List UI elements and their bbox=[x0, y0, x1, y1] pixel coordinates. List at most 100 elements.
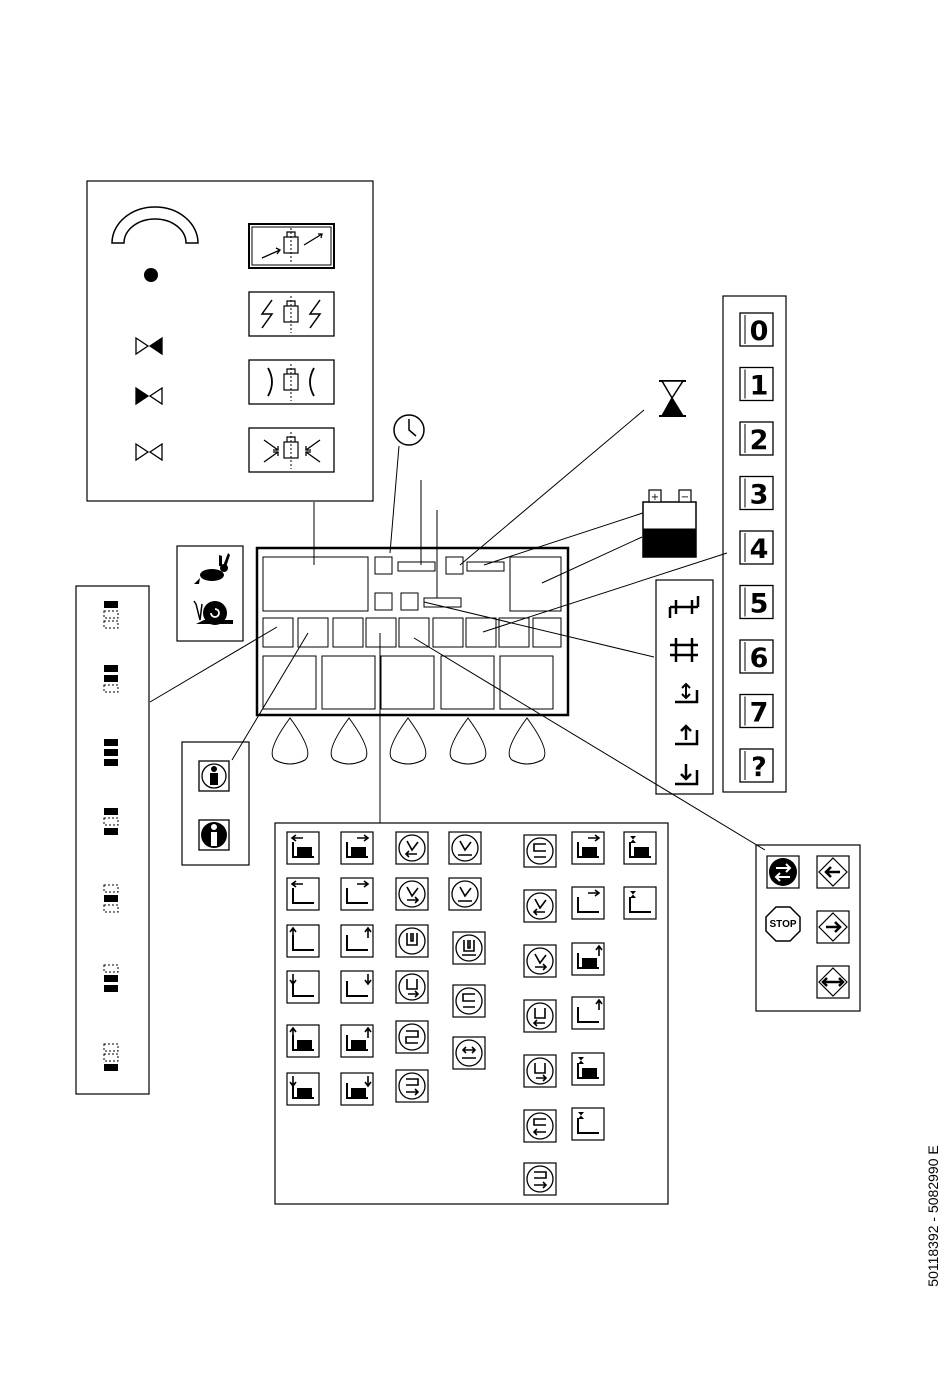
digit-label: 7 bbox=[750, 698, 769, 729]
digit-symbol-7: 7 bbox=[740, 695, 773, 729]
display-field-small-1 bbox=[375, 593, 392, 610]
softkey-3[interactable] bbox=[390, 718, 426, 764]
wheel-config-7 bbox=[104, 1044, 118, 1071]
valve-open-icon bbox=[136, 444, 162, 460]
display-field-main bbox=[263, 557, 368, 611]
digit-label: 3 bbox=[750, 480, 769, 511]
display-field-hourglass bbox=[446, 557, 463, 574]
digit-symbol-unknown: ? bbox=[740, 749, 773, 783]
digit-symbol-1: 1 bbox=[740, 368, 773, 402]
lift-both-icon bbox=[675, 684, 697, 702]
wheel-config-4 bbox=[104, 808, 118, 835]
display-field-small-2 bbox=[401, 593, 418, 610]
check-right-2-icon bbox=[524, 945, 556, 977]
digit-label: 0 bbox=[750, 316, 769, 347]
wave-left-icon bbox=[524, 1110, 556, 1142]
wheel-config-5 bbox=[104, 885, 118, 912]
tilt-check-left-icon bbox=[396, 832, 428, 864]
fork-load-raise-icon bbox=[572, 943, 604, 975]
shift-bars-icon bbox=[524, 835, 556, 867]
digit-symbol-4: 4 bbox=[740, 531, 773, 565]
fork-load-timer-icon bbox=[624, 832, 656, 864]
main-display bbox=[257, 548, 568, 715]
fork-load-right-icon bbox=[341, 832, 373, 864]
wheel-config-3 bbox=[104, 739, 118, 766]
fork-raise-left-icon bbox=[287, 925, 319, 957]
fork-right-icon bbox=[341, 878, 373, 910]
fork-load-lower-left-icon bbox=[287, 1073, 319, 1105]
dot-indicator-icon bbox=[144, 268, 158, 282]
travel-direction-panel bbox=[656, 580, 713, 794]
lock-bracket-icon bbox=[249, 360, 334, 404]
fork-raise-right-icon bbox=[341, 925, 373, 957]
fork-left-icon bbox=[287, 878, 319, 910]
fork-reverse-icon bbox=[670, 638, 698, 662]
rabbit-icon bbox=[194, 553, 230, 584]
turn-circle-icon bbox=[767, 856, 799, 888]
softkey-2[interactable] bbox=[331, 718, 367, 764]
speed-panel bbox=[177, 546, 243, 641]
fork-load-lower-right-icon bbox=[341, 1073, 373, 1105]
operator-info-icon bbox=[199, 820, 229, 850]
shift-both-icon bbox=[453, 1037, 485, 1069]
check-left-2-icon bbox=[524, 890, 556, 922]
arrow-right-icon bbox=[817, 911, 849, 943]
clamp-wave-icon bbox=[396, 1021, 428, 1053]
wheel-config-2 bbox=[104, 665, 118, 692]
digit-symbols: 0 1 2 3 4 5 6 7? bbox=[740, 313, 773, 783]
display-field-bar-1 bbox=[398, 562, 435, 571]
clock-icon bbox=[394, 415, 424, 445]
display-field-clock bbox=[375, 557, 392, 574]
digit-label: 5 bbox=[750, 589, 769, 620]
lock-flow-icon bbox=[249, 224, 334, 268]
digit-label: 4 bbox=[750, 534, 769, 565]
fork-load-raise-left-icon bbox=[287, 1025, 319, 1057]
display-field-battery bbox=[510, 557, 561, 611]
wheel-config-panel bbox=[76, 586, 149, 1094]
leader-lines bbox=[150, 410, 765, 850]
digit-label: 1 bbox=[750, 371, 769, 402]
digit-symbol-2: 2 bbox=[740, 422, 773, 456]
fork-raise-icon bbox=[572, 997, 604, 1029]
softkey-5[interactable] bbox=[509, 718, 545, 764]
fork-load-raise-right-icon bbox=[341, 1025, 373, 1057]
fork-lower-left-icon bbox=[287, 971, 319, 1003]
wheel-config-6 bbox=[104, 965, 118, 992]
display-status-row bbox=[263, 618, 561, 647]
wheel-config-icon bbox=[104, 601, 118, 1071]
fork-lower-right-icon bbox=[341, 971, 373, 1003]
digit-symbol-5: 5 bbox=[740, 586, 773, 620]
softkey-1[interactable] bbox=[272, 718, 308, 764]
softkey-4[interactable] bbox=[450, 718, 486, 764]
digit-label: 2 bbox=[750, 425, 769, 456]
display-softkey-fields bbox=[263, 656, 553, 709]
digit-label: 6 bbox=[750, 643, 769, 674]
display-field-bar-2 bbox=[467, 562, 504, 571]
clamp-u-right-icon bbox=[396, 971, 428, 1003]
tilt-check-right-icon bbox=[396, 878, 428, 910]
u-right-2-icon bbox=[524, 1055, 556, 1087]
digit-label: ? bbox=[751, 752, 767, 783]
u-left-icon bbox=[524, 1000, 556, 1032]
fork-load-left-icon bbox=[287, 832, 319, 864]
lift-up-icon bbox=[675, 726, 697, 744]
arc-gauge-icon bbox=[112, 207, 198, 243]
stop-sign-label: STOP bbox=[769, 919, 796, 930]
clamp-u-bar-icon bbox=[453, 932, 485, 964]
digit-symbol-6: 6 bbox=[740, 640, 773, 674]
battery-plus-label: + bbox=[651, 492, 659, 503]
softkey-row bbox=[272, 718, 545, 764]
lock-lightning-icon bbox=[249, 292, 334, 336]
battery-minus-label: − bbox=[681, 492, 689, 503]
stop-sign-icon: STOP bbox=[766, 907, 800, 941]
arrow-left-icon bbox=[817, 856, 849, 888]
tilt-check-bar-icon bbox=[449, 832, 481, 864]
digit-symbol-3: 3 bbox=[740, 477, 773, 511]
arrow-both-icon bbox=[817, 966, 849, 998]
fork-load-in-icon bbox=[572, 832, 604, 864]
wheel-config-1 bbox=[104, 601, 118, 628]
display-field-bar-3 bbox=[424, 598, 461, 607]
wave-right-2-icon bbox=[524, 1163, 556, 1195]
lift-down-icon bbox=[675, 764, 697, 784]
valve-left-filled-icon bbox=[136, 338, 162, 354]
